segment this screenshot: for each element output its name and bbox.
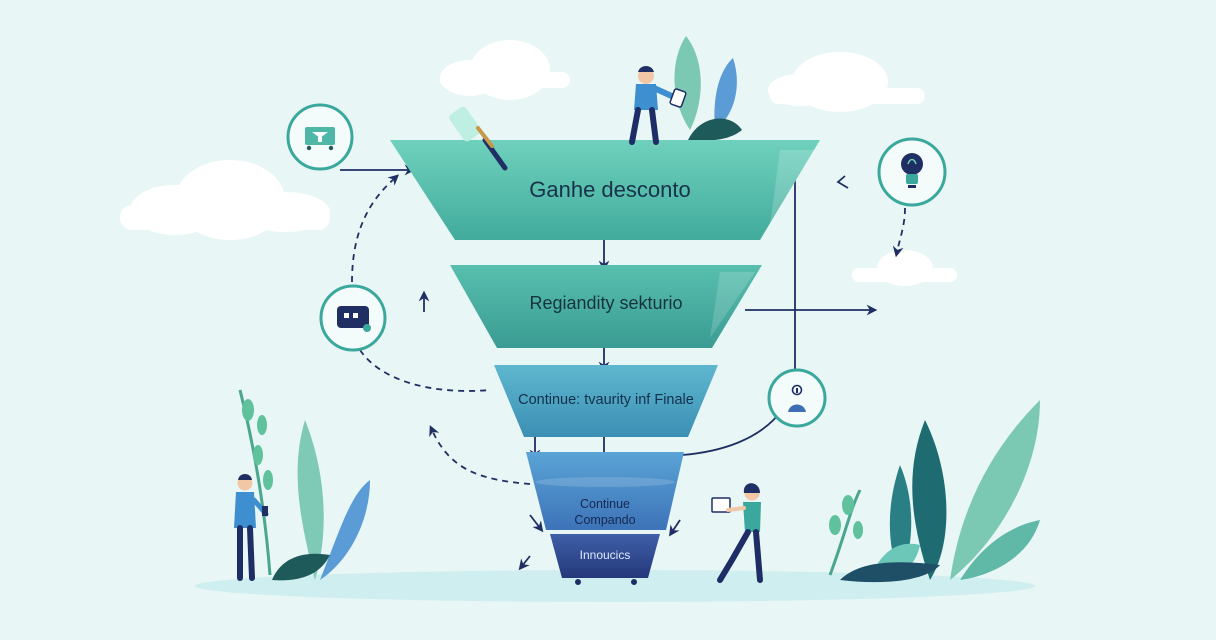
funnel-stage-5: Innoucics xyxy=(550,534,660,585)
cloud-top-center xyxy=(440,40,570,100)
person-right xyxy=(711,483,763,583)
funnel-stage-1: Ganhe desconto xyxy=(390,140,820,240)
plant-top xyxy=(674,36,742,141)
cloud-left xyxy=(120,160,330,240)
store-icon xyxy=(286,103,354,171)
person-left xyxy=(234,474,269,581)
stage-4-label-line2: Compando xyxy=(574,513,635,527)
stage-1-label: Ganhe desconto xyxy=(529,177,690,202)
stage-4-label-line1: Continue xyxy=(580,497,630,511)
funnel-stage-4: Continue Compando xyxy=(526,452,684,530)
stage-5-label: Innoucics xyxy=(580,548,631,562)
cloud-right-small xyxy=(852,250,957,286)
funnel-stage-3: Continue: tvaurity inf Finale xyxy=(494,365,718,437)
plants-left xyxy=(238,389,370,581)
person-top xyxy=(629,66,687,145)
video-card-icon xyxy=(319,284,387,352)
brush-icon xyxy=(449,106,508,171)
plants-right xyxy=(828,400,1040,583)
funnel-stage-2: Regiandity sekturio xyxy=(450,265,762,348)
ground xyxy=(195,570,1035,602)
info-user-icon xyxy=(767,368,827,428)
stage-3-label: Continue: tvaurity inf Finale xyxy=(518,392,694,408)
cloud-top-right xyxy=(768,52,925,112)
stage-2-label: Regiandity sekturio xyxy=(529,293,682,313)
lightbulb-icon xyxy=(877,137,947,207)
